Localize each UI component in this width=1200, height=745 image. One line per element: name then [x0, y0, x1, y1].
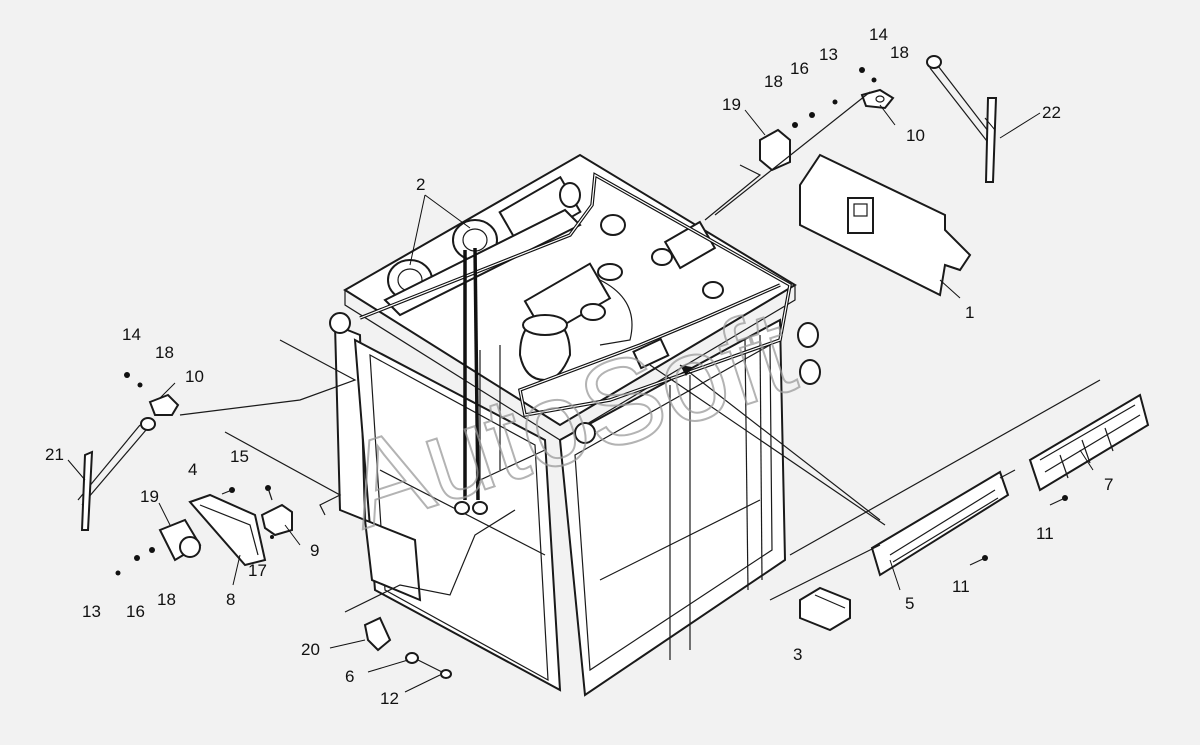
- part-10-bracket-left: [140, 393, 180, 431]
- callout-16-left: 16: [126, 602, 145, 621]
- small-hardware: [115, 67, 1068, 576]
- callout-8: 8: [226, 590, 235, 609]
- callout-13-left: 13: [82, 602, 101, 621]
- callout-11-right: 11: [1036, 524, 1054, 543]
- part-19-lamp-right: [759, 128, 791, 172]
- callout-22: 22: [1042, 103, 1061, 122]
- callout-10-left: 10: [185, 367, 204, 386]
- part-6-nut: [405, 652, 419, 664]
- part-8-lamp: [188, 493, 267, 567]
- callout-20: 20: [301, 640, 320, 659]
- callout-13-right: 13: [819, 45, 838, 64]
- callout-6: 6: [345, 667, 354, 686]
- part-3-switch: [799, 586, 851, 632]
- callout-12: 12: [380, 689, 399, 708]
- part-20-plug: [363, 616, 392, 652]
- callout-18-lower: 18: [157, 590, 176, 609]
- part-12-bolt: [417, 659, 452, 679]
- callout-5: 5: [905, 594, 914, 613]
- callout-18-top-right: 18: [890, 43, 909, 62]
- callout-21: 21: [45, 445, 64, 464]
- part-5-vent: [870, 470, 1010, 577]
- guide-lines: [179, 91, 1101, 613]
- leaders: [67, 104, 1094, 693]
- wiring-harness: [329, 172, 821, 515]
- part-10-bracket-right: [860, 88, 895, 110]
- callout-9: 9: [310, 541, 319, 560]
- callout-19-left: 19: [140, 487, 159, 506]
- part-9-bracket: [260, 503, 293, 537]
- callout-15: 15: [230, 447, 249, 466]
- callout-18-top: 18: [764, 72, 783, 91]
- callout-2: 2: [416, 175, 425, 194]
- roof-fittings: [498, 175, 724, 382]
- callout-labels: 1 2 3 4 5 6 7 8 9 10 10 11 11 12 13 13 1…: [45, 25, 1113, 708]
- part-19-lamp-left: [158, 518, 202, 562]
- callout-19-right: 19: [722, 95, 741, 114]
- callout-10-right: 10: [906, 126, 925, 145]
- callout-7: 7: [1104, 475, 1113, 494]
- part-22-wiper: [926, 55, 998, 183]
- part-1-roof-panel: [799, 153, 972, 297]
- part-7-vent: [1028, 393, 1150, 492]
- callout-18-left: 18: [155, 343, 174, 362]
- callout-16-right: 16: [790, 59, 809, 78]
- callout-4: 4: [188, 460, 197, 479]
- part-21-wiper: [77, 424, 147, 531]
- callout-1: 1: [965, 303, 974, 322]
- callout-14-left: 14: [122, 325, 141, 344]
- callout-17: 17: [248, 561, 267, 580]
- dome-light: [663, 220, 717, 270]
- callout-11-lower: 11: [952, 577, 970, 596]
- callout-14-right: 14: [869, 25, 888, 44]
- callout-3: 3: [793, 645, 802, 664]
